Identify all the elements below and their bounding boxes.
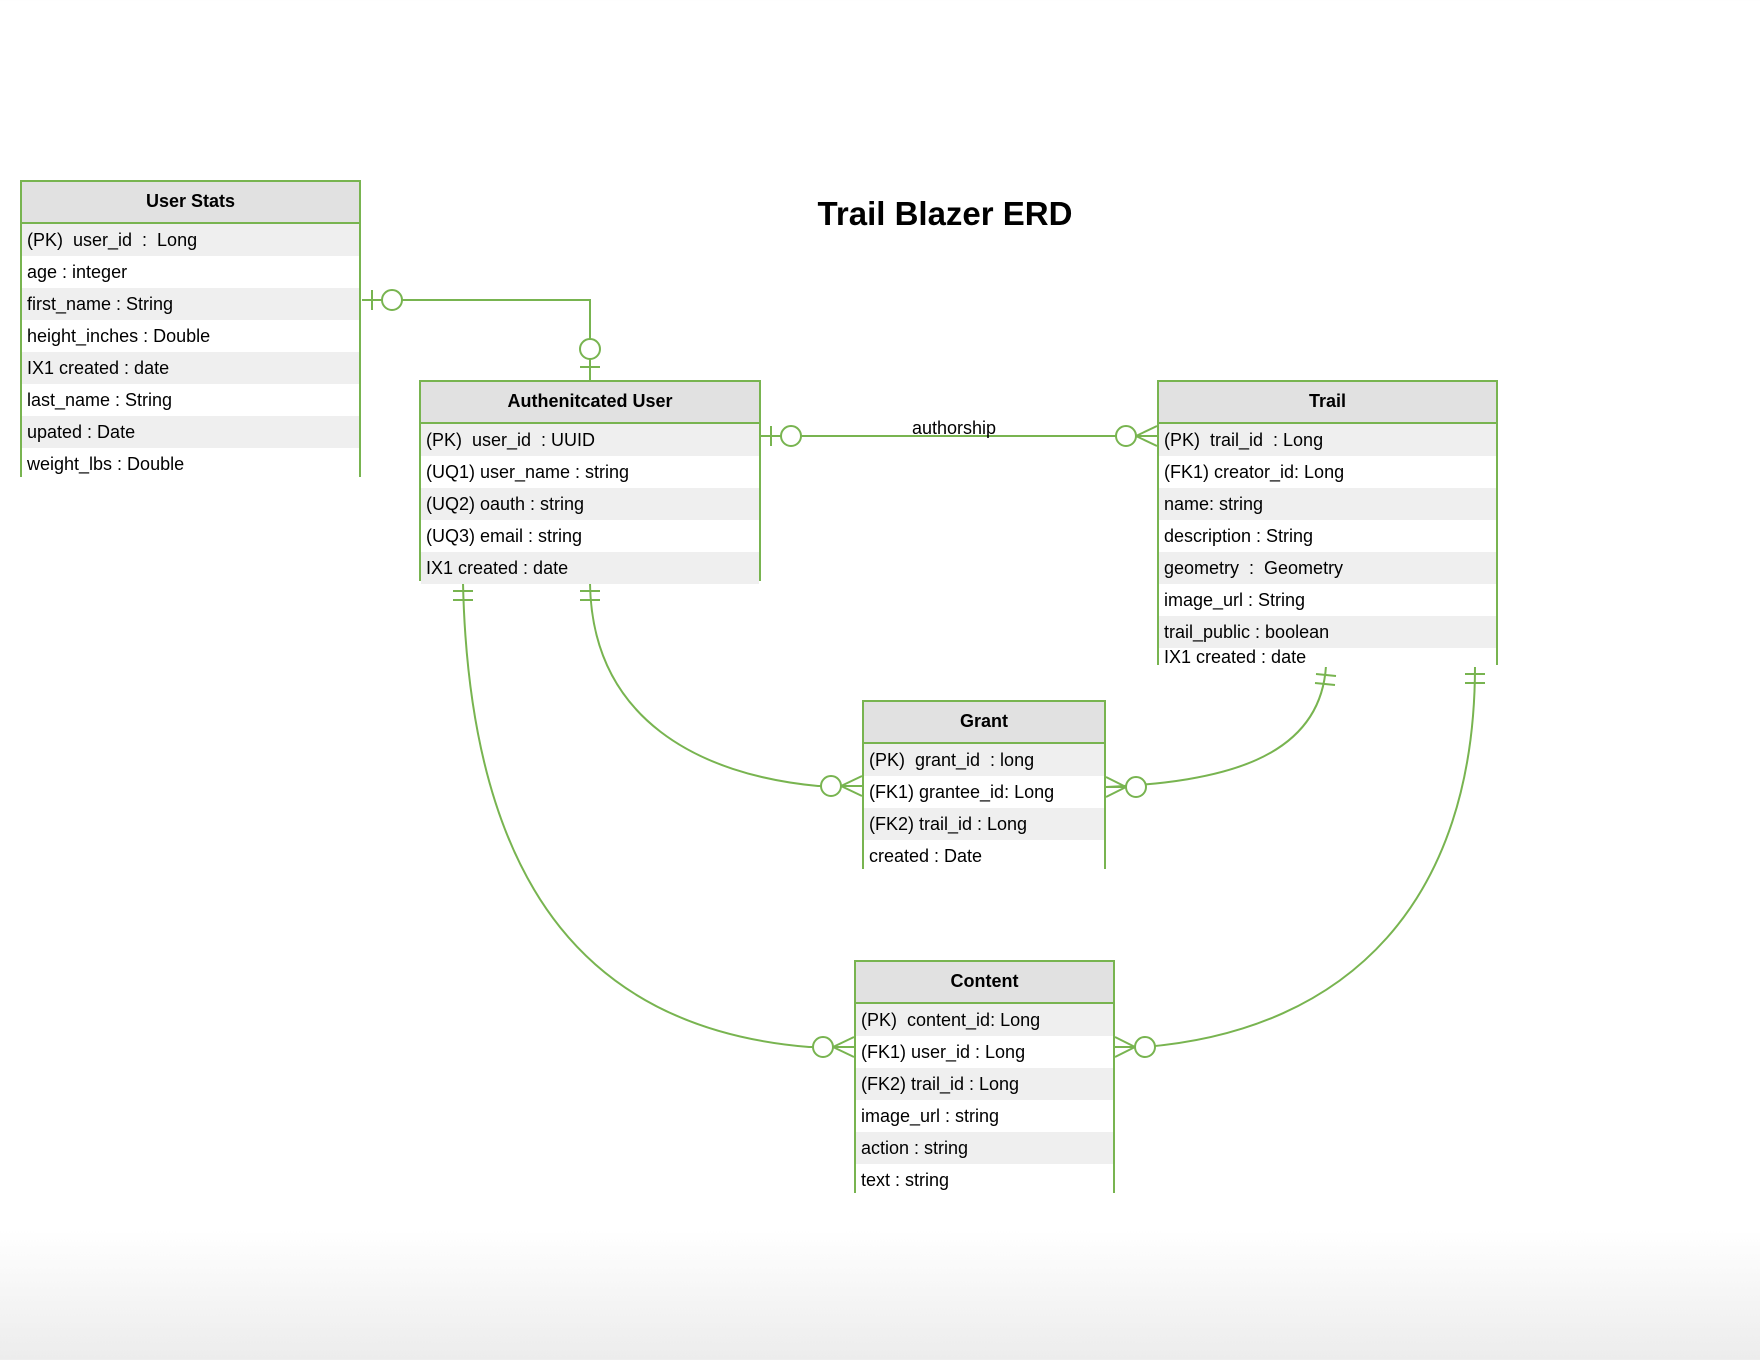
entity-field: (UQ1) user_name : string (421, 456, 759, 488)
entity-field: trail_public : boolean (1159, 616, 1496, 648)
entity-header: User Stats (22, 182, 359, 224)
entity-field: height_inches : Double (22, 320, 359, 352)
rel-userstats-authuser (362, 289, 601, 380)
entity-grant[interactable]: Grant (PK) grant_id : long (FK1) grantee… (862, 700, 1106, 872)
entity-field: name: string (1159, 488, 1496, 520)
entity-field: (FK1) creator_id: Long (1159, 456, 1496, 488)
entity-field: geometry : Geometry (1159, 552, 1496, 584)
entity-field: (UQ2) oauth : string (421, 488, 759, 520)
entity-field: text : string (856, 1164, 1113, 1196)
entity-field: age : integer (22, 256, 359, 288)
rel-authuser-content (453, 582, 855, 1058)
entity-field: created : Date (864, 840, 1104, 872)
entity-field: IX1 created : date (22, 352, 359, 384)
entity-header: Grant (864, 702, 1104, 744)
entity-field: (FK2) trail_id : Long (864, 808, 1104, 840)
entity-field: (PK) user_id : UUID (421, 424, 759, 456)
entity-header: Authenitcated User (421, 382, 759, 424)
entity-field: last_name : String (22, 384, 359, 416)
rel-trail-content (1114, 665, 1485, 1058)
entity-header: Content (856, 962, 1113, 1004)
rel-trail-grant (1105, 665, 1337, 798)
entity-field: IX1 created : date (421, 552, 759, 584)
entity-field: (PK) user_id : Long (22, 224, 359, 256)
entity-field: upated : Date (22, 416, 359, 448)
entity-field: (FK1) grantee_id: Long (864, 776, 1104, 808)
entity-field: first_name : String (22, 288, 359, 320)
authorship-label: authorship (912, 418, 997, 438)
rel-authorship (761, 425, 1158, 447)
entity-authenticated-user[interactable]: Authenitcated User (PK) user_id : UUID (… (419, 380, 761, 584)
entity-field: (PK) content_id: Long (856, 1004, 1113, 1036)
entity-field: image_url : String (1159, 584, 1496, 616)
rel-authuser-grant (580, 582, 863, 797)
entity-trail[interactable]: Trail (PK) trail_id : Long (FK1) creator… (1157, 380, 1498, 667)
entity-field: action : string (856, 1132, 1113, 1164)
entity-field: image_url : string (856, 1100, 1113, 1132)
entity-header: Trail (1159, 382, 1496, 424)
entity-field: (PK) grant_id : long (864, 744, 1104, 776)
diagram-title: Trail Blazer ERD (817, 195, 1073, 232)
entity-field: (FK1) user_id : Long (856, 1036, 1113, 1068)
entity-field: (FK2) trail_id : Long (856, 1068, 1113, 1100)
entity-field: IX1 created : date (1159, 648, 1496, 667)
entity-field: weight_lbs : Double (22, 448, 359, 480)
entity-content[interactable]: Content (PK) content_id: Long (FK1) user… (854, 960, 1115, 1196)
entity-field: description : String (1159, 520, 1496, 552)
entity-field: (PK) trail_id : Long (1159, 424, 1496, 456)
entity-user-stats[interactable]: User Stats (PK) user_id : Long age : int… (20, 180, 361, 480)
entity-field: (UQ3) email : string (421, 520, 759, 552)
